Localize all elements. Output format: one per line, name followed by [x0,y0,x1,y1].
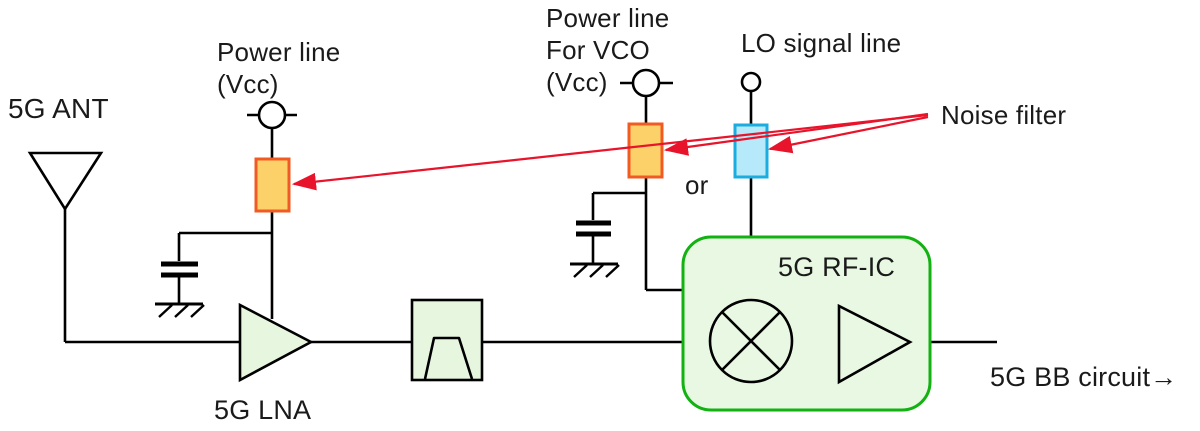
grounds [155,262,620,318]
power2-terminal-icon [631,68,661,98]
ground2-hatch-icon [573,264,620,278]
antenna-icon [27,151,104,212]
arrow-to-power1-filter [291,113,929,191]
or-label: or [685,170,709,200]
bandpass-filter-box [410,298,484,382]
bb-circuit-label: 5G BB circuit→ [990,362,1178,392]
mixer-icon [708,298,794,384]
arrow-to-lo-filter [767,115,929,154]
ground1-hatch-icon [158,304,205,318]
power2-label-line1: Power line [546,3,670,33]
noise-filter-label: Noise filter [941,100,1067,130]
lna-label: 5G LNA [214,395,312,425]
power2-label-line3: (Vcc) [546,67,608,97]
lo-terminal-icon [740,71,762,93]
noise-filter-power1-icon [254,157,291,213]
noise-filter-power2-icon [627,122,664,179]
bandpass-filter-curve-icon [423,336,474,380]
mixer-cross [721,311,781,371]
rfic-amplifier-icon [837,303,913,385]
lo-signal-label: LO signal line [741,28,902,58]
power1-label-line1: Power line [217,37,341,67]
mixer-circle [708,298,794,384]
antenna-label: 5G ANT [8,93,109,124]
noise-filter-arrows [291,112,929,191]
power2-label-line2: For VCO [546,35,650,65]
power1-label-line2: (Vcc) [217,69,279,99]
power1-terminal-icon [257,100,287,130]
rfic-label: 5G RF-IC [778,252,896,282]
capacitors [161,220,611,278]
lna-amplifier-icon [238,302,314,383]
arrow-to-power2-filter [663,112,929,156]
